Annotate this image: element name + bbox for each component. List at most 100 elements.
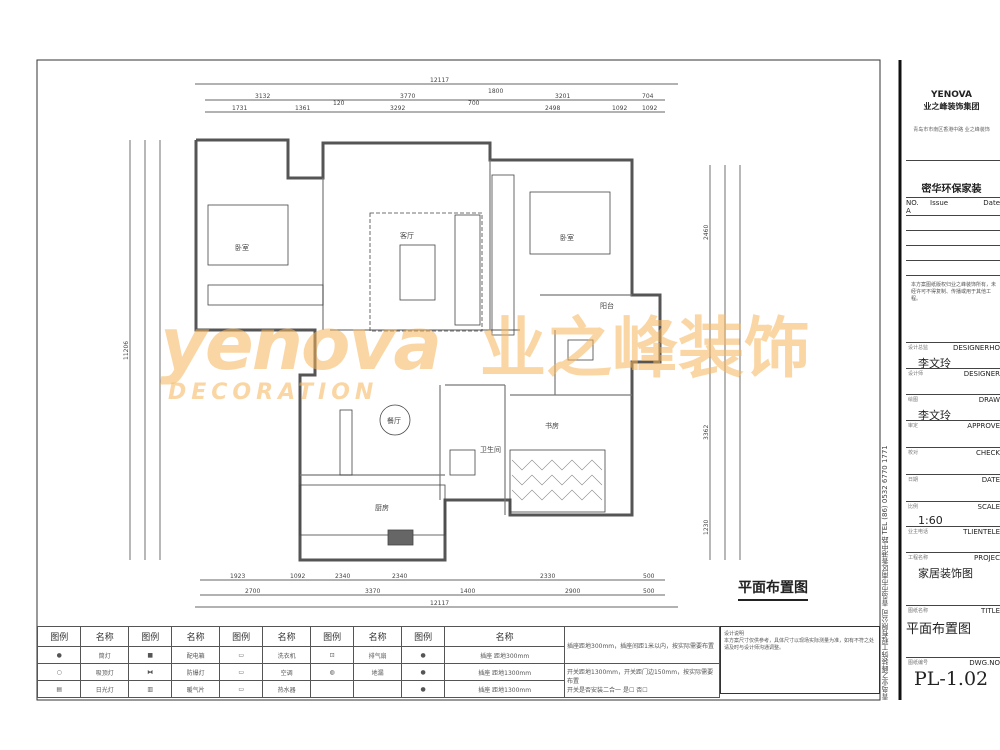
legend-name: 地漏	[353, 663, 402, 681]
dim-label: 3370	[365, 588, 380, 595]
field-label: DESIGNERHO	[952, 344, 1000, 352]
legend-name: 空调	[262, 663, 311, 681]
watermark-sub: DECORATION	[168, 380, 379, 405]
room-label-balcony: 阳台	[600, 301, 614, 310]
dim-top-total: 12117	[430, 77, 449, 84]
legend-header: 图例	[309, 626, 355, 647]
dim-label: 2700	[245, 588, 260, 595]
project-value: 家居装饰图	[918, 567, 973, 580]
notes-text: 本方案尺寸仅供参考，具体尺寸以现场实际测量为准，如有不符之处请及时与设计师沟通调…	[724, 638, 875, 651]
dim-label: 2340	[335, 573, 350, 580]
herringbone-floor	[511, 459, 603, 501]
legend-header: 图例	[36, 626, 82, 647]
bed-right	[529, 191, 611, 255]
issue-a: A	[906, 207, 911, 215]
room-label-study: 书房	[545, 421, 559, 430]
legend-header: 名称	[444, 626, 565, 647]
legend-name: 热水器	[262, 680, 311, 698]
dim-label: 3292	[390, 105, 405, 112]
field-cn: 设计总监	[908, 345, 929, 351]
field-label: SCALE	[977, 503, 1000, 511]
radiator-icon: ▥	[127, 680, 173, 698]
no-checkbox[interactable]: ☐	[642, 687, 648, 694]
legend-name: 配电箱	[171, 646, 220, 664]
watermark-logo: yenova	[160, 302, 442, 386]
dim-bottom-total: 12117	[430, 600, 449, 607]
dim-label: 3132	[255, 93, 270, 100]
dim-label: 704	[642, 93, 654, 100]
vertical-company-strip: 青岛业之峰装饰工程有限公司 青岛市市南区香港中路 TEL (86) 0532 6…	[881, 445, 889, 700]
socket-icon: ●	[400, 663, 446, 681]
dwg-number: PL-1.02	[914, 668, 989, 690]
legend-header: 图例	[218, 626, 264, 647]
title-block: YENOVA 业之峰装饰集团 青岛市市南区香港中路 业之峰装饰 密华环保家装 N…	[903, 60, 1000, 700]
client-name: 密华环保家装	[921, 184, 982, 195]
statement: 本方案图纸版权归业之峰装饰所有，未经许可不得复制、传播或用于其他工程。	[911, 282, 997, 302]
legend-header: 名称	[171, 626, 220, 647]
legend-header: 名称	[80, 626, 129, 647]
legend-empty	[309, 680, 355, 698]
downlight-icon: ●	[36, 646, 82, 664]
dim-label: 1800	[488, 88, 503, 95]
legend-name: 筒灯	[80, 646, 129, 664]
legend-name: 插座 距地300mm	[444, 646, 565, 664]
field-cn: 设计师	[908, 371, 924, 377]
kitchen-counter	[299, 484, 446, 536]
dim-label: 3770	[400, 93, 415, 100]
field-label: DWG.NO	[969, 659, 1000, 667]
legend-name: 排气扇	[353, 646, 402, 664]
legend-table: 图例名称 图例名称 图例名称 图例名称 图例名称 插座距地300mm，插座间距1…	[36, 626, 720, 698]
field-label: APPROVE	[967, 422, 1000, 430]
legend-note: 开关距地1300mm，开关距门边150mm，按实际需要布置	[567, 669, 714, 685]
washer-icon: ▭	[218, 646, 264, 664]
wardrobe	[491, 174, 515, 336]
cabinet	[339, 409, 353, 476]
yes-label: 是	[622, 687, 629, 694]
distribution-box-icon: ■	[127, 646, 173, 664]
dim-label: 3362	[703, 425, 710, 440]
dim-label: 2900	[565, 588, 580, 595]
exterior-walls	[194, 138, 662, 562]
field-label: DESIGNER	[963, 370, 1000, 378]
field-cn: 比例	[908, 504, 919, 510]
furniture	[207, 174, 611, 546]
issue-header: Issue	[930, 199, 949, 207]
scale-value: 1:60	[918, 514, 943, 527]
water-heater-icon: ▭	[218, 680, 264, 698]
field-label: DRAW	[978, 396, 1000, 404]
legend-name: 防爆灯	[171, 663, 220, 681]
dim-label: 2340	[392, 573, 407, 580]
dim-label: 120	[333, 100, 345, 107]
sofa	[454, 214, 481, 326]
legend-name: 吸顶灯	[80, 663, 129, 681]
drawing-frame	[36, 59, 881, 701]
bed-left	[207, 204, 289, 266]
wardrobe-left	[207, 284, 324, 306]
dim-left-total: 11206	[123, 341, 130, 360]
exhaust-fan-icon: ⊡	[309, 646, 355, 664]
designer-ho-name: 李文玲	[918, 357, 951, 370]
field-cn: 校对	[908, 450, 919, 456]
legend-note: 开关是否安装二合一	[567, 687, 622, 694]
dim-label: 1731	[232, 105, 247, 112]
legend-header: 图例	[127, 626, 173, 647]
room-label-bathroom: 卫生间	[480, 445, 501, 454]
field-cn: 图纸名称	[908, 608, 929, 614]
issue-date-header: Date	[983, 199, 1000, 207]
yes-checkbox[interactable]: ☐	[628, 687, 635, 694]
notes-box: 设计说明 本方案尺寸仅供参考，具体尺寸以现场实际测量为准，如有不符之处请及时与设…	[720, 626, 880, 694]
side-dimensions	[129, 140, 741, 560]
ceiling-light-icon: ○	[36, 663, 82, 681]
brand-logo: YENOVA	[931, 90, 972, 100]
dim-label: 500	[643, 573, 655, 580]
dim-label: 3201	[555, 93, 570, 100]
brand-cn: 业之峰装饰集团	[923, 102, 980, 111]
dim-label: 1400	[460, 588, 475, 595]
field-label: CHECK	[975, 449, 1000, 457]
dim-label: 2460	[703, 225, 710, 240]
air-conditioner-icon: ▭	[218, 663, 264, 681]
top-dimensions	[195, 83, 678, 113]
legend-header: 名称	[353, 626, 402, 647]
legend-name: 暖气片	[171, 680, 220, 698]
study-floor	[509, 449, 606, 513]
